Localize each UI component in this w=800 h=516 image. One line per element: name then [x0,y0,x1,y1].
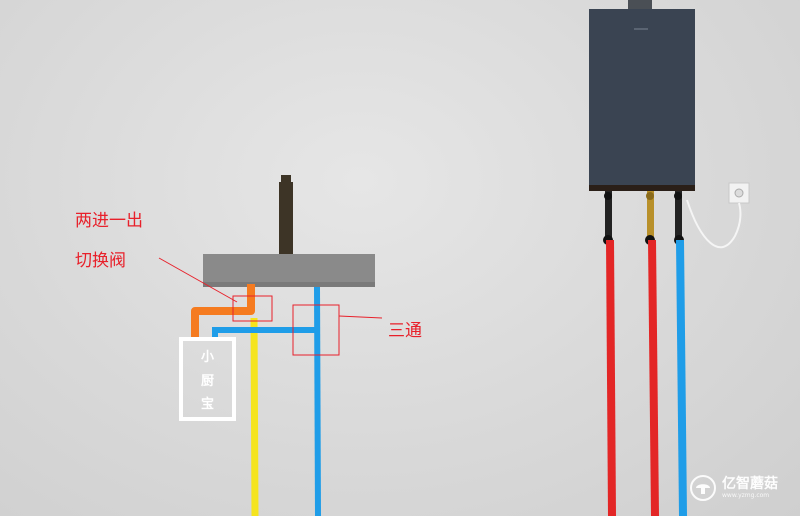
mini-heater-box [179,337,236,421]
tee-highlight-box [292,304,340,356]
watermark-url: www.yzmg.com [722,492,770,499]
valve-leader-line [158,257,238,303]
watermark: 亿智蘑菇 www.yzmg.com [690,472,794,504]
heater-hot-pipe-left [606,239,616,516]
valve-highlight-box [232,295,273,322]
faucet-body [279,182,293,254]
heater-hot-pipe-middle [648,239,659,516]
heater-outlet-middle [647,191,654,237]
label-switch-valve-line1: 两进一出 [75,211,143,231]
sink-counter-shade [203,282,375,287]
mini-heater-char-2: 厨 [200,373,214,389]
heater-nut-right [674,192,682,200]
faucet-cap [281,175,291,183]
heater-cold-pipe [676,239,687,516]
orange-outlet-pipe [191,284,255,341]
label-tee: 三通 [388,321,422,341]
mini-heater-char-3: 宝 [200,397,214,413]
mushroom-icon [690,475,716,501]
heater-outlet-left [605,191,612,237]
mini-heater-char-1: 小 [200,349,214,365]
heater-outlet-right [675,191,682,237]
mini-heater-label: 小 厨 宝 [183,341,232,417]
heater-nut-left [604,192,612,200]
power-socket-hole [734,188,744,198]
gas-yellow-pipe [250,317,259,516]
water-heater-body [589,9,695,191]
water-heater-base [589,185,695,191]
sink-counter [203,254,375,287]
heater-nut-middle [646,192,654,200]
cold-blue-pipe [314,286,321,516]
label-switch-valve-line2: 切换阀 [75,251,126,271]
water-heater-top-vent [628,0,652,10]
watermark-brand: 亿智蘑菇 [722,476,778,492]
power-cable [686,199,742,249]
tee-leader-line [338,315,383,319]
heater-display-dot [634,28,648,30]
